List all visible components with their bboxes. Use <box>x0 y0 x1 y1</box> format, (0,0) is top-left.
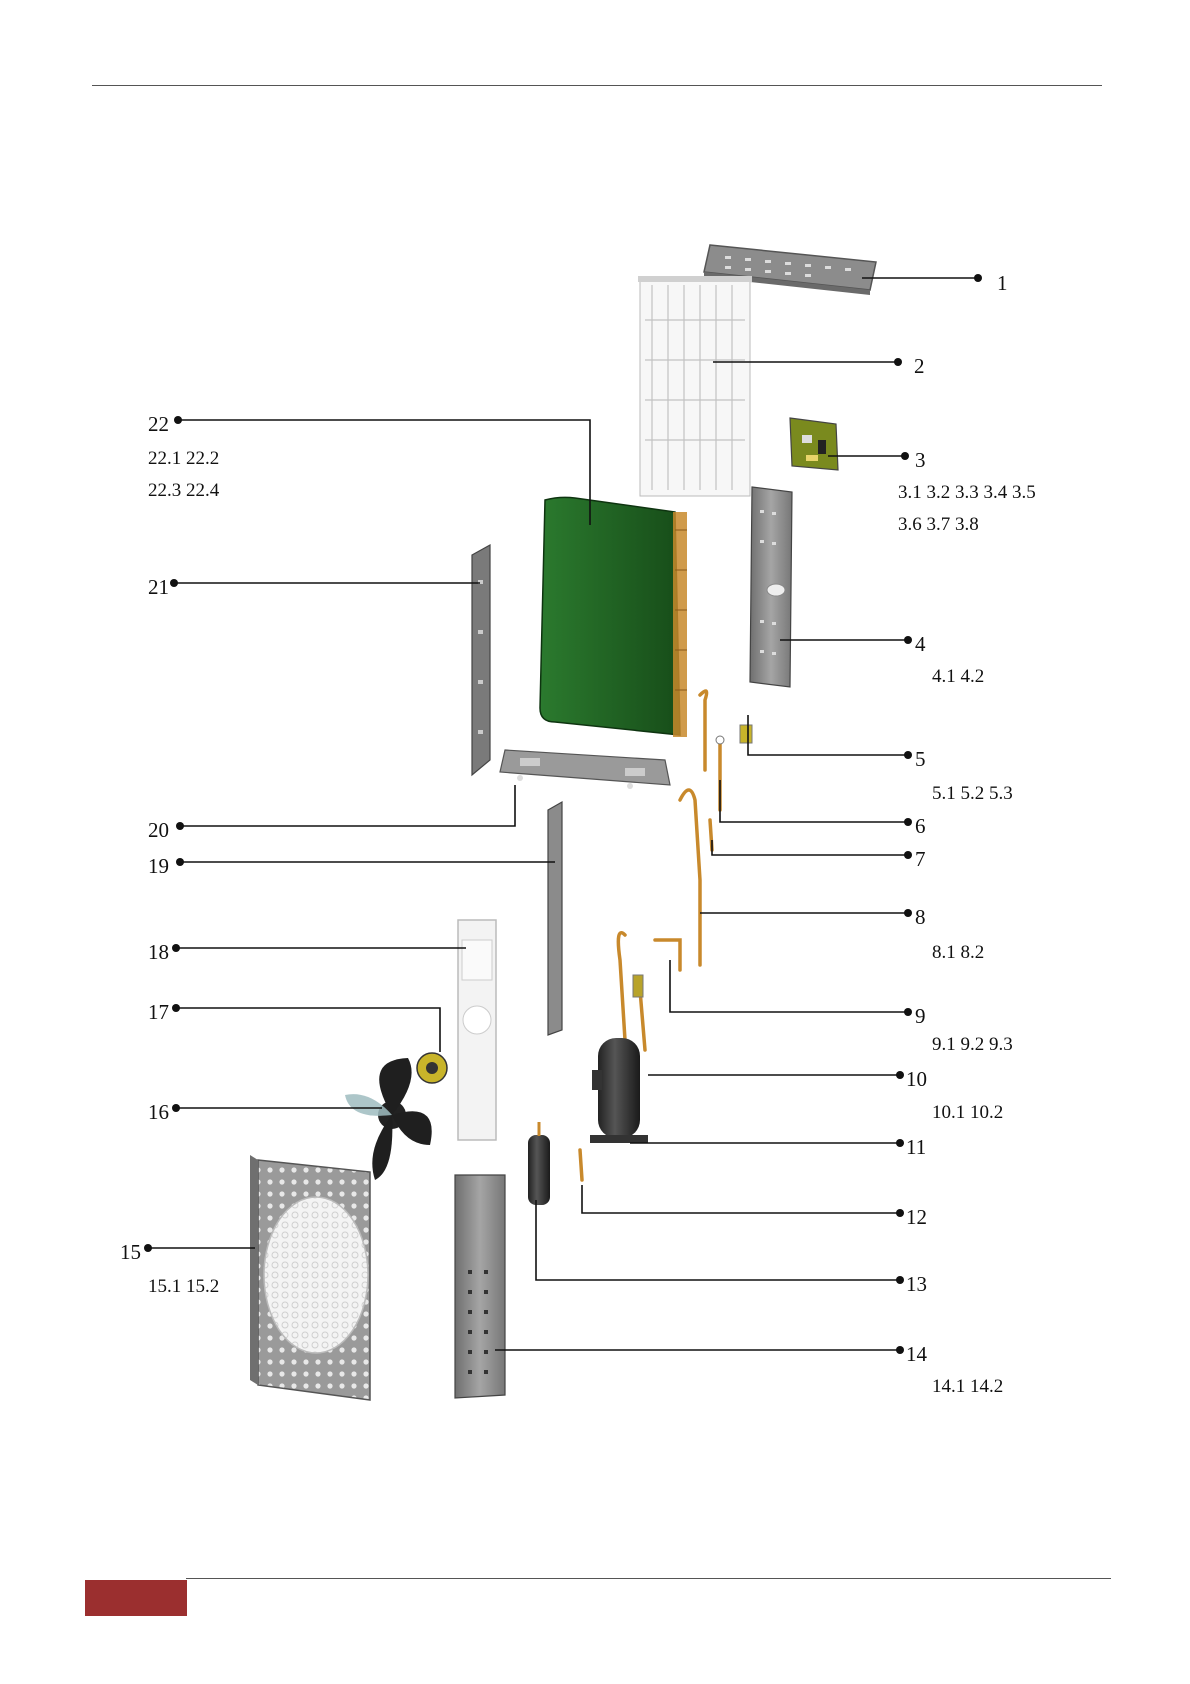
callout-8: 8 <box>915 905 926 929</box>
callout-3-subparts-2: 3.6 3.7 3.8 <box>898 514 979 535</box>
callout-13: 13 <box>906 1272 927 1296</box>
leader-13 <box>536 1200 900 1280</box>
callout-4-subparts: 4.1 4.2 <box>932 666 984 687</box>
callout-15-subparts: 15.1 15.2 <box>148 1276 219 1297</box>
callout-1: 1 <box>997 271 1008 295</box>
right-front-panel-part <box>455 1175 505 1398</box>
callout-8-subparts: 8.1 8.2 <box>932 942 984 963</box>
callout-3-subparts: 3.1 3.2 3.3 3.4 3.5 <box>898 482 1036 503</box>
leader-12 <box>582 1185 900 1213</box>
callout-22: 22 <box>148 412 169 436</box>
callout-9: 9 <box>915 1004 926 1028</box>
callout-20: 20 <box>148 818 169 842</box>
callout-14: 14 <box>906 1342 928 1366</box>
callout-15: 15 <box>120 1240 141 1264</box>
callout-6: 6 <box>915 814 926 838</box>
right-side-panel-part <box>750 487 792 687</box>
callout-10-subparts: 10.1 10.2 <box>932 1102 1003 1123</box>
callout-7: 7 <box>915 847 926 871</box>
rear-wire-grille-part <box>638 276 752 496</box>
condenser-coil-part <box>540 497 687 737</box>
left-support-bracket-part <box>472 545 490 775</box>
callout-3: 3 <box>915 448 926 472</box>
callout-19: 19 <box>148 854 169 878</box>
leader-20 <box>180 785 515 826</box>
callout-21: 21 <box>148 575 169 599</box>
fan-motor-part <box>417 1053 447 1083</box>
footer-accent-block <box>85 1580 187 1616</box>
callout-4: 4 <box>915 632 926 656</box>
footer-rule <box>186 1578 1111 1579</box>
callout-18: 18 <box>148 940 169 964</box>
callout-22-subparts: 22.1 22.2 <box>148 448 219 469</box>
callout-11: 11 <box>906 1135 926 1159</box>
callout-5-subparts: 5.1 5.2 5.3 <box>932 783 1013 804</box>
leader-5 <box>748 715 908 755</box>
front-panel-part <box>250 1155 370 1400</box>
control-board-part <box>790 418 838 470</box>
leader-6 <box>720 780 908 822</box>
callout-16: 16 <box>148 1100 169 1124</box>
leader-22 <box>178 420 590 525</box>
callout-12: 12 <box>906 1205 927 1229</box>
leader-9 <box>670 960 908 1012</box>
callout-5: 5 <box>915 747 926 771</box>
leader-17 <box>176 1008 440 1052</box>
motor-support-part <box>458 920 496 1140</box>
callout-10: 10 <box>906 1067 927 1091</box>
leader-7 <box>712 840 908 855</box>
base-plate-part <box>500 750 670 789</box>
callout-17: 17 <box>148 1000 169 1024</box>
callout-14-subparts: 14.1 14.2 <box>932 1376 1003 1397</box>
partition-plate-part <box>548 802 562 1035</box>
compressor-part <box>590 1038 648 1143</box>
callout-22-subparts-2: 22.3 22.4 <box>148 480 220 501</box>
callout-2: 2 <box>914 354 925 378</box>
callout-9-subparts: 9.1 9.2 9.3 <box>932 1034 1013 1055</box>
accumulator-part <box>528 1122 550 1205</box>
